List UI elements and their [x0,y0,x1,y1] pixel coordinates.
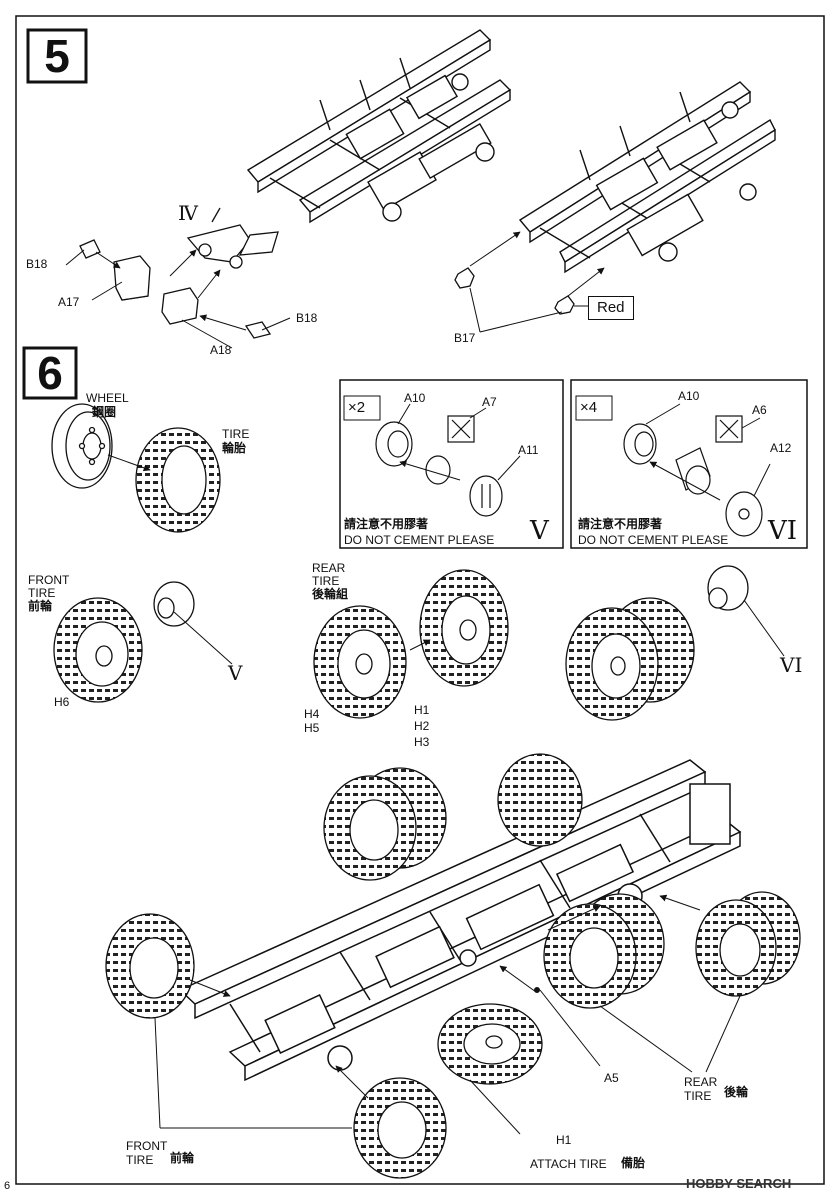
box-v-part-a11: A11 [518,443,539,457]
rear-hub-cap [707,565,749,611]
rear-tire-part-h1: H1 [414,703,430,717]
chassis-part-h1: H1 [556,1133,572,1147]
front-tire-chassis-zh: 前輪 [170,1151,195,1165]
rear-tire-part-h2: H2 [414,719,430,733]
step5-right-arrows [469,231,605,333]
box-vi-parts [623,415,763,537]
front-tire-line2: TIRE [28,586,56,600]
rear-tire-zh: 後輪組 [312,587,349,601]
step-6-number: 6 [37,347,63,399]
chassis-wheel-rear-far [695,891,801,997]
color-callout-red: Red [588,296,634,320]
box-vi-note-zh: 請注意不用膠著 [578,517,663,531]
box-v-part-a7: A7 [482,395,497,409]
wheel-label-zh: 鋼圈 [92,405,117,419]
chassis-wheel-front-right [353,1077,447,1179]
tow-hook-assembly [186,207,279,269]
rear-tire-line1: REAR [312,561,346,575]
page-border [15,15,825,1185]
chassis-wheel-rear-mid [543,893,665,1009]
box-v-note-en: DO NOT CEMENT PLEASE [344,533,495,547]
rear-tire-line2: TIRE [312,574,340,588]
chassis-part-a5: A5 [604,1071,619,1085]
wheel-label-en: WHEEL [86,391,129,405]
step-6-box [22,346,78,400]
step-5-box [26,28,88,84]
front-tire-line1: FRONT [28,573,70,587]
part-b17-upper [454,267,475,289]
part-label-b17: B17 [454,331,476,345]
rear-tire-part-h5: H5 [304,721,320,735]
part-label-a18: A18 [210,343,232,357]
rear-tire-chassis-en-1: REAR [684,1075,718,1089]
part-a18 [161,287,199,325]
tire-label-zh: 輪胎 [222,441,247,455]
chassis-left-frame [246,29,512,224]
part-b17-lower [554,295,575,315]
rear-tire-chassis-zh: 後輪 [724,1085,749,1099]
front-tire-roman: V [228,661,243,685]
front-tire-zh: 前輪 [28,599,53,613]
front-tire-chassis-en-1: FRONT [126,1139,168,1153]
chassis-callout-lines [154,894,741,1135]
part-label-a17: A17 [58,295,80,309]
box-v-note-zh: 請注意不用膠著 [344,517,429,531]
front-tire-part-h6: H6 [54,695,70,709]
part-label-b18-right: B18 [296,311,318,325]
rear-tire-outer [313,605,407,719]
attach-tire-zh: 備胎 [621,1156,646,1170]
hobby-search-watermark: HOBBY SEARCH [686,1176,792,1191]
sub-assembly-iv-label: Ⅳ [178,201,198,225]
step-5-number: 5 [44,30,70,82]
main-chassis [178,759,742,1082]
box-vi-mult-frame [575,395,613,421]
box-vi-part-a10: A10 [678,389,700,403]
rear-tire-inner [419,569,509,687]
part-b18-right [244,321,272,339]
box-vi-multiplier: ×4 [580,399,598,416]
part-b18-left [79,239,101,259]
box-v-mult-frame [343,395,381,421]
page-number: 6 [4,1180,11,1192]
front-tire-chassis-en-2: TIRE [126,1153,154,1167]
chassis-wheel-rear-top-right [497,753,583,847]
wheel-hub-drawing [51,403,113,489]
front-hub-cap [153,581,195,627]
box-v-parts [375,415,503,517]
chassis-wheel-front-left [105,913,195,1019]
attach-tire-en: ATTACH TIRE [530,1157,607,1171]
box-vi-note-en: DO NOT CEMENT PLEASE [578,533,729,547]
box-vi-part-a12: A12 [770,441,792,455]
box-v-roman: V [530,516,549,546]
part-label-b18-left: B18 [26,257,48,271]
rear-tire-part-h4: H4 [304,707,320,721]
box-v-part-a10: A10 [404,391,426,405]
step5-left-arrows [65,249,291,349]
chassis-right-frame [518,81,776,274]
tire-drawing [135,427,221,533]
box-v-multiplier: ×2 [348,399,366,416]
chassis-wheel-rear-top-left [323,767,447,881]
box-vi-part-a6: A6 [752,403,767,417]
rear-tire-chassis-en-2: TIRE [684,1089,712,1103]
rear-assembly-roman: VI [780,653,803,677]
box-vi-roman: VI [768,516,798,546]
rear-dual-tire-assembly [565,597,695,721]
rear-tire-part-h3: H3 [414,735,430,749]
tire-label-en: TIRE [222,427,250,441]
spare-tire-attach [437,1003,543,1085]
front-tire-drawing [53,597,143,703]
part-a17 [113,255,151,301]
